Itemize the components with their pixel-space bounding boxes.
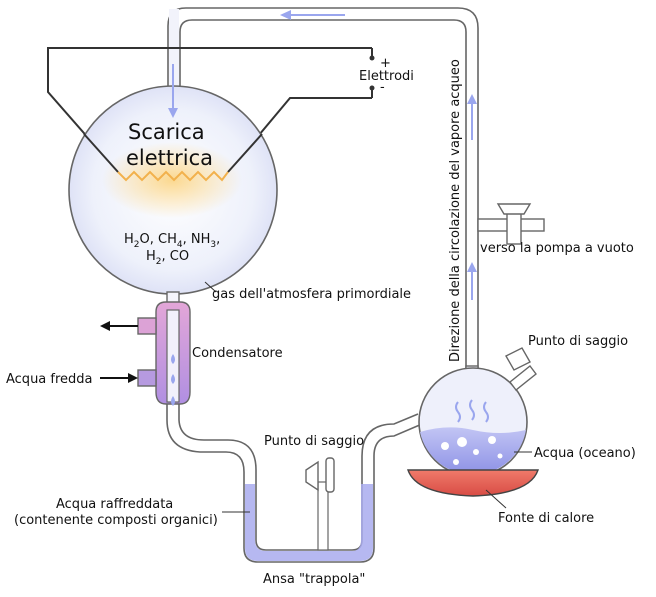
arrow-top-left-head	[280, 10, 291, 20]
bubble	[457, 437, 467, 447]
electrode-wire-left	[47, 47, 372, 173]
heat-source	[407, 469, 539, 497]
bubble	[473, 449, 479, 455]
spark-glow	[102, 142, 242, 218]
ocean-sample-label: Punto di saggio	[528, 334, 628, 349]
droplet-1	[171, 354, 175, 364]
trap-tube-inner	[178, 404, 419, 551]
cooled-water-label-2: (contenente composti organici)	[14, 513, 218, 528]
ocean-stopcock	[505, 347, 531, 371]
ocean-label: Acqua (oceano)	[534, 446, 636, 461]
hot-water-out-arrow-head	[100, 321, 110, 331]
vacuum-stopcock-handle	[496, 203, 532, 215]
gas-formula-line1: H2O, CH4, NH3,	[124, 232, 220, 250]
vapor-squiggle	[483, 401, 489, 423]
cold-water-label: Acqua fredda	[6, 372, 93, 387]
vapor-squiggle	[469, 399, 475, 421]
arrow-right-up-1-head	[467, 94, 477, 104]
spark-label-line2: elettrica	[126, 146, 213, 170]
bubble	[488, 436, 496, 444]
gas-formula-line2: H2, CO	[146, 249, 189, 267]
heat-label: Fonte di calore	[498, 511, 594, 526]
trap-label: Ansa "trappola"	[263, 572, 365, 587]
trap-stopcock	[305, 460, 319, 492]
arrow-right-up-2-head	[467, 262, 477, 272]
electrodes-label: Elettrodi	[359, 69, 414, 84]
gas-label: gas dell'atmosfera primordiale	[212, 287, 411, 302]
minus-sign: -	[380, 80, 385, 95]
top-tube-outer	[167, 7, 479, 372]
flow-arrow-down-head	[168, 108, 178, 118]
vacuum-pump-label: verso la pompa a vuoto	[480, 241, 634, 256]
plus-sign: +	[380, 56, 391, 71]
trap-stopcock-handle	[325, 457, 335, 493]
trap-tube-outer	[166, 404, 423, 563]
ocean-water	[420, 427, 526, 475]
spark-label-line1: Scarica	[128, 120, 205, 144]
condenser-label: Condensatore	[192, 346, 283, 361]
heat-leader	[485, 489, 507, 509]
trap-water	[245, 484, 373, 561]
gas-leader	[204, 281, 217, 293]
electrode-right	[227, 133, 263, 173]
top-tube-fill	[169, 9, 179, 99]
vapor-squiggle	[455, 401, 461, 423]
spark-zigzag	[117, 170, 229, 182]
top-tube-inner	[179, 19, 467, 372]
cold-water-in-arrow-head	[128, 373, 138, 383]
droplet-2	[171, 374, 175, 384]
bubble	[497, 453, 503, 459]
trap-sample-riser	[317, 481, 329, 551]
trap-sample-label: Punto di saggio	[264, 434, 364, 449]
condenser-outlet-port	[137, 369, 157, 387]
cooled-water-label-1: Acqua raffreddata	[56, 497, 173, 512]
condenser-inlet-port	[137, 317, 157, 335]
bubble	[453, 459, 459, 465]
droplet-3	[171, 396, 175, 406]
ocean-sample-arm	[509, 365, 537, 391]
bubble	[441, 442, 449, 450]
circulation-label: Direzione della circolazione del vapore …	[448, 59, 463, 362]
electrode-left	[83, 133, 119, 173]
